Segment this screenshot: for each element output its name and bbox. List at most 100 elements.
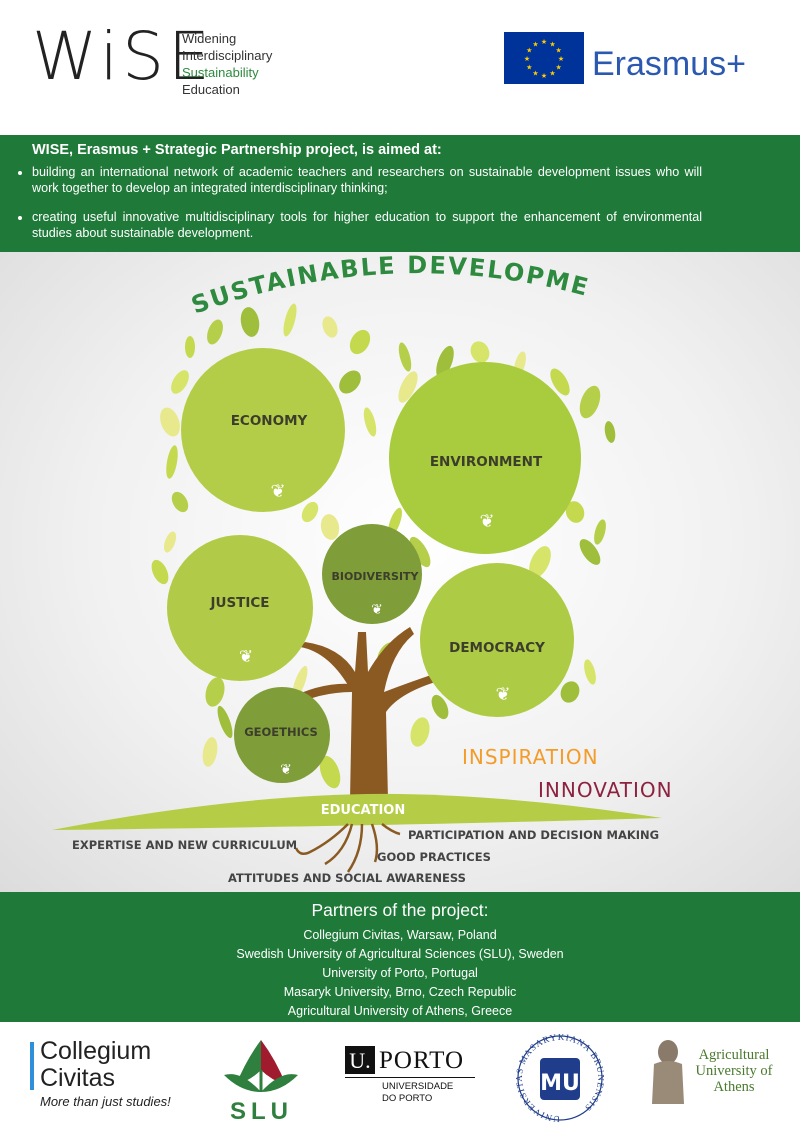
leaf-icon bbox=[217, 705, 233, 739]
geoethics-label: GEOETHICS bbox=[244, 725, 318, 739]
leaf-icon bbox=[301, 501, 319, 523]
economy-label: ECONOMY bbox=[231, 413, 308, 429]
leaf-icon bbox=[163, 531, 177, 553]
eu-star-icon: ★ bbox=[526, 64, 532, 72]
partner-item: Masaryk University, Brno, Czech Republic bbox=[283, 985, 517, 999]
leaf-icon bbox=[185, 336, 195, 358]
eu-star-icon: ★ bbox=[549, 70, 555, 78]
partner-item: Collegium Civitas, Warsaw, Poland bbox=[303, 928, 497, 942]
eu-star-icon: ★ bbox=[549, 40, 555, 48]
biodiversity-label: BIODIVERSITY bbox=[331, 570, 419, 583]
tree-roots bbox=[294, 823, 401, 873]
leaf-icon bbox=[550, 368, 570, 396]
sprout-icon: ❦ bbox=[371, 602, 383, 618]
sprout-icon: ❦ bbox=[239, 647, 253, 667]
biodiversity-circle: BIODIVERSITY ❦ bbox=[322, 524, 422, 624]
partner-item: Swedish University of Agricultural Scien… bbox=[236, 947, 564, 961]
slu-logo-text: SLU bbox=[230, 1098, 293, 1125]
wise-line: Widening bbox=[182, 31, 237, 46]
leaf-icon bbox=[339, 370, 361, 394]
masaryk-mark: MU bbox=[540, 1071, 580, 1096]
partner-item: University of Porto, Portugal bbox=[322, 966, 478, 980]
inspiration-label: INSPIRATION bbox=[462, 745, 599, 769]
partners-list: Collegium Civitas, Warsaw, Poland Swedis… bbox=[0, 926, 800, 1021]
eu-star-icon: ★ bbox=[556, 47, 562, 55]
masaryk-seal-icon: UNIVERSITAS MASARYKIANA BRUNENSIS MU bbox=[514, 1032, 605, 1124]
leaf-icon bbox=[604, 421, 616, 443]
header: WiSE Widening Interdisciplinary Sustaina… bbox=[0, 0, 800, 135]
porto-divider bbox=[345, 1077, 475, 1078]
porto-u: U. bbox=[345, 1046, 375, 1074]
leaf-icon bbox=[579, 539, 601, 565]
partner-logos: Collegium Civitas More than just studies… bbox=[0, 1022, 800, 1135]
tree-illustration: SUSTAINABLE DEVELOPMENT ECONOMY ❦ ENVIRO… bbox=[0, 252, 673, 885]
leaf-icon bbox=[319, 755, 341, 789]
erasmus-logo: Erasmus+ bbox=[592, 45, 746, 83]
leaf-icon bbox=[398, 371, 418, 403]
aua-name: Agricultural University of Athens bbox=[695, 1047, 773, 1095]
innovation-label: INNOVATION bbox=[538, 778, 673, 802]
leaf-icon bbox=[166, 445, 178, 479]
root-label-participation: PARTICIPATION AND DECISION MAKING bbox=[408, 828, 659, 842]
porto-word: PORTO bbox=[379, 1047, 465, 1074]
root-label-good-practices: GOOD PRACTICES bbox=[377, 850, 491, 864]
leaf-icon bbox=[436, 345, 454, 379]
root-label-expertise: EXPERTISE AND NEW CURRICULUM bbox=[72, 838, 297, 852]
sprout-icon: ❦ bbox=[280, 762, 292, 778]
education-label: EDUCATION bbox=[321, 803, 405, 818]
leaf-icon bbox=[594, 519, 606, 545]
leaf-icon bbox=[470, 341, 490, 363]
leaf-icon bbox=[207, 319, 223, 345]
leaf-icon bbox=[579, 385, 601, 419]
wise-logo-subtitle: Widening Interdisciplinary Sustainabilit… bbox=[182, 30, 272, 98]
eu-star-icon: ★ bbox=[526, 47, 532, 55]
leaf-icon bbox=[151, 559, 169, 585]
ground-mound bbox=[52, 793, 662, 830]
leaf-icon bbox=[160, 407, 180, 437]
environment-label: ENVIRONMENT bbox=[430, 454, 543, 470]
aims-band: WISE, Erasmus + Strategic Partnership pr… bbox=[0, 135, 800, 252]
root-label-attitudes: ATTITUDES AND SOCIAL AWARENESS bbox=[228, 871, 466, 885]
leaf-icon bbox=[529, 546, 551, 578]
wise-line: Education bbox=[182, 82, 240, 97]
leaf-icon bbox=[584, 659, 596, 685]
justice-label: JUSTICE bbox=[209, 595, 269, 611]
leaf-icon bbox=[202, 737, 218, 767]
porto-sub-line: UNIVERSIDADE bbox=[382, 1081, 454, 1092]
environment-circle: ENVIRONMENT ❦ bbox=[389, 362, 581, 554]
leaf-icon bbox=[409, 536, 431, 568]
sprout-icon: ❦ bbox=[270, 481, 285, 502]
leaf-icon bbox=[205, 677, 225, 707]
partners-band: Partners of the project: Collegium Civit… bbox=[0, 892, 800, 1022]
collegium-name: Collegium Civitas bbox=[40, 1037, 152, 1092]
eu-star-icon: ★ bbox=[532, 40, 538, 48]
eu-flag-icon: ★★★★★★★★★★★★ bbox=[504, 32, 584, 84]
aims-item: creating useful innovative multidiscipli… bbox=[32, 209, 702, 241]
sprout-icon: ❦ bbox=[495, 684, 510, 705]
economy-circle: ECONOMY ❦ bbox=[181, 348, 345, 512]
collegium-tagline: More than just studies! bbox=[40, 1094, 171, 1109]
leaf-icon bbox=[349, 329, 371, 355]
eu-star-icon: ★ bbox=[532, 70, 538, 78]
wise-line: Interdisciplinary bbox=[182, 48, 273, 63]
leaf-icon bbox=[431, 694, 449, 720]
logo-bar bbox=[30, 1042, 34, 1090]
aims-list: building an international network of aca… bbox=[18, 164, 702, 254]
partner-item: Agricultural University of Athens, Greec… bbox=[287, 1004, 513, 1018]
wise-logo: WiSE bbox=[32, 18, 214, 95]
aims-title: WISE, Erasmus + Strategic Partnership pr… bbox=[32, 142, 442, 158]
partners-title: Partners of the project: bbox=[311, 900, 489, 920]
sprout-icon: ❦ bbox=[479, 511, 494, 532]
leaf-icon bbox=[240, 307, 260, 337]
porto-sub-line: DO PORTO bbox=[382, 1093, 433, 1104]
slu-leaf-icon bbox=[224, 1040, 298, 1092]
aims-item: building an international network of aca… bbox=[32, 164, 702, 196]
democracy-circle: DEMOCRACY ❦ bbox=[420, 563, 574, 717]
leaf-icon bbox=[363, 407, 377, 437]
leaf-icon bbox=[560, 681, 580, 703]
eu-star-icon: ★ bbox=[556, 64, 562, 72]
eu-star-icon: ★ bbox=[524, 55, 530, 63]
justice-circle: JUSTICE ❦ bbox=[167, 535, 313, 681]
aua-statue-icon bbox=[652, 1040, 684, 1104]
porto-subtitle: UNIVERSIDADE DO PORTO bbox=[382, 1081, 453, 1105]
